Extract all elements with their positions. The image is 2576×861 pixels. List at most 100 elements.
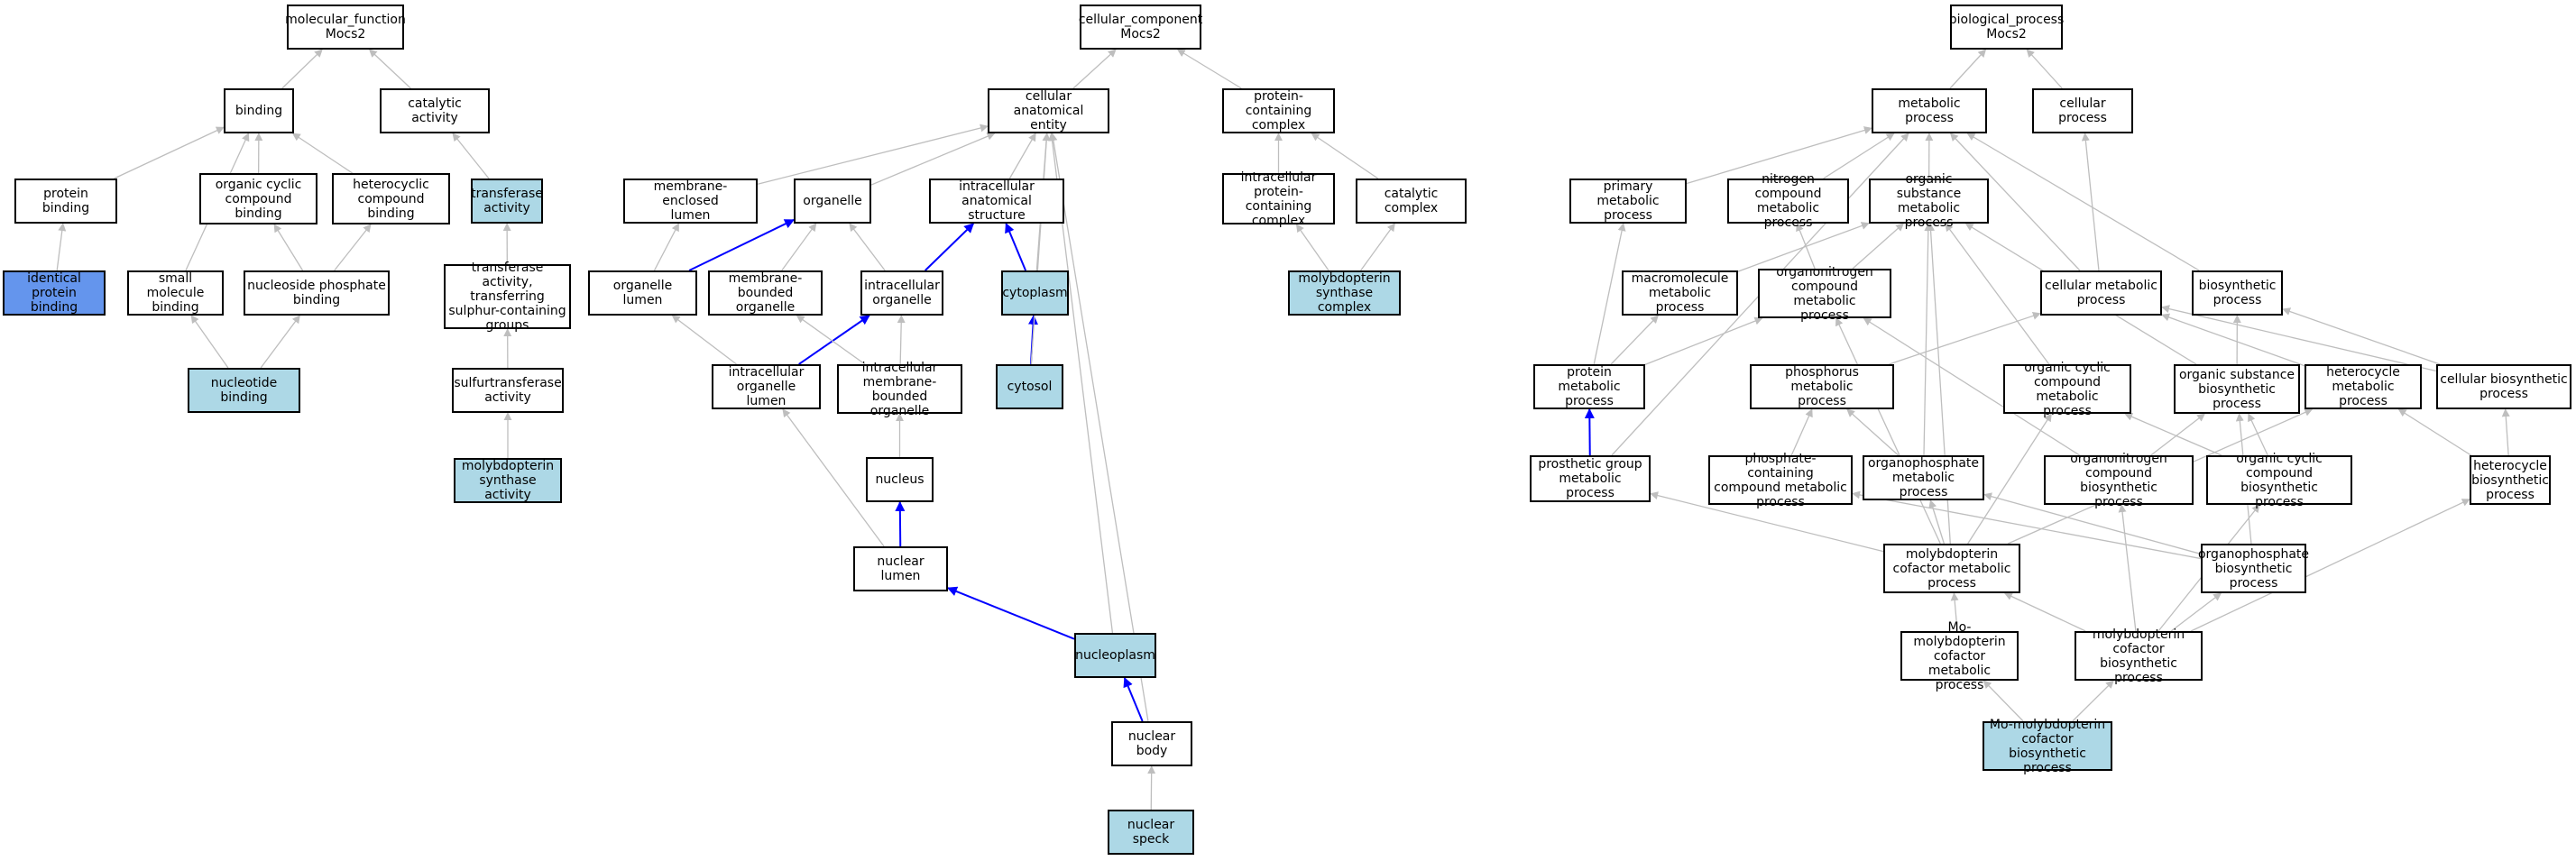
- node-nucleotide-binding[interactable]: nucleotide binding: [188, 368, 300, 413]
- edge-organophosphate-metabolic-process-to-organic-substance-metabolic-process: [1923, 223, 1933, 456]
- node-binding[interactable]: binding: [224, 88, 294, 133]
- node-organic-cyclic-compound-metabolic-process[interactable]: organic cyclic compound metabolic proces…: [2003, 361, 2131, 418]
- node-organic-substance-metabolic-process[interactable]: organic substance metabolic process: [1869, 172, 1989, 230]
- edge-membrane-enclosed-lumen-to-cellular-anatomical-entity: [757, 124, 989, 185]
- node-intracellular-organelle[interactable]: intracellular organelle: [860, 270, 943, 316]
- edge-protein-metabolic-process-to-macromolecule-metabolic-process: [1610, 315, 1659, 365]
- edge-mpt-cofactor-metabolic-process-to-organophosphate-metabolic-process: [1928, 499, 1946, 545]
- node-mo-molybdopterin-cofactor-metabolic-process[interactable]: Mo-molybdopterin cofactor metabolic proc…: [1900, 620, 2019, 692]
- node-molybdopterin-synthase-activity[interactable]: molybdopterin synthase activity: [454, 458, 562, 503]
- edge-binding-to-mf-root: [281, 49, 323, 89]
- node-membrane-bounded-organelle[interactable]: membrane-bounded organelle: [708, 270, 823, 316]
- edge-cellular-metabolic-process-to-metabolic-process: [1949, 133, 2081, 271]
- node-biological-process-root[interactable]: biological_process Mocs2: [1949, 5, 2064, 50]
- node-prosthetic-group-metabolic-process[interactable]: prosthetic group metabolic process: [1530, 455, 1651, 502]
- edge-nuclear-body-to-nucleoplasm: [1123, 676, 1144, 722]
- node-cellular-biosynthetic-process[interactable]: cellular biosynthetic process: [2436, 364, 2571, 409]
- node-catalytic-complex[interactable]: catalytic complex: [1356, 179, 1467, 224]
- node-cellular-anatomical-entity[interactable]: cellular anatomical entity: [988, 88, 1109, 133]
- edge-heterocyclic-binding-to-binding: [291, 133, 354, 174]
- edge-nuclear-lumen-to-intracellular-organelle-lumen: [782, 408, 885, 547]
- node-mo-molybdopterin-cofactor-biosynthetic-process[interactable]: Mo-molybdopterin cofactor biosynthetic p…: [1983, 718, 2112, 775]
- node-biosynthetic-process[interactable]: biosynthetic process: [2192, 270, 2283, 316]
- node-nucleoside-phosphate-binding[interactable]: nucleoside phosphate binding: [244, 270, 390, 316]
- node-organophosphate-metabolic-process[interactable]: organophosphate metabolic process: [1863, 455, 1984, 500]
- node-organophosphate-biosynthetic-process[interactable]: organophosphate biosynthetic process: [2198, 544, 2309, 593]
- node-organic-cyclic-compound-binding[interactable]: organic cyclic compound binding: [199, 173, 317, 224]
- node-heterocyclic-compound-binding[interactable]: heterocyclic compound binding: [332, 173, 450, 224]
- node-nuclear-body[interactable]: nuclear body: [1111, 721, 1192, 766]
- edge-mo-mpt-cofactor-metabolic-process-to-mpt-cofactor-metabolic-process: [1950, 592, 1959, 632]
- edge-membrane-bounded-organelle-to-organelle: [781, 223, 817, 271]
- node-molybdopterin-synthase-complex[interactable]: molybdopterin synthase complex: [1288, 270, 1401, 316]
- node-nuclear-speck[interactable]: nuclear speck: [1108, 810, 1194, 855]
- node-organic-substance-biosynthetic-process[interactable]: organic substance biosynthetic process: [2174, 364, 2300, 414]
- edge-cellular-anatomical-entity-to-cc-root: [1072, 49, 1117, 89]
- node-cellular-component-root[interactable]: cellular_component Mocs2: [1079, 5, 1202, 50]
- edge-heterocycle-biosynthetic-process-to-heterocycle-metabolic-process: [2397, 408, 2472, 456]
- edge-mo-mpt-cofactor-biosynthetic-process-to-mpt-cofactor-biosynthetic-process: [2072, 680, 2114, 722]
- edge-organophosphate-biosynthetic-process-to-phosphate-containing-compound-metabolic-process: [1852, 490, 2202, 560]
- edge-nucleoside-phosphate-binding-to-heterocyclic-binding: [334, 224, 372, 271]
- node-metabolic-process[interactable]: metabolic process: [1872, 88, 1987, 133]
- node-macromolecule-metabolic-process[interactable]: macromolecule metabolic process: [1622, 270, 1738, 316]
- edge-mpt-cofactor-biosynthetic-process-to-mpt-cofactor-metabolic-process: [2003, 592, 2086, 632]
- edge-intracellular-organelle-lumen-to-organelle-lumen: [671, 315, 737, 365]
- edge-intracellular-organelle-to-intracellular-anatomical-structure: [925, 223, 975, 271]
- node-organonitrogen-compound-metabolic-process[interactable]: organonitrogen compound metabolic proces…: [1758, 265, 1891, 323]
- edge-intracellular-anatomical-structure-to-cellular-anatomical-entity: [1008, 133, 1036, 179]
- node-primary-metabolic-process[interactable]: primary metabolic process: [1569, 179, 1687, 224]
- edge-organelle-lumen-to-organelle: [688, 218, 795, 271]
- node-molybdopterin-cofactor-biosynthetic-process[interactable]: molybdopterin cofactor biosynthetic proc…: [2075, 627, 2203, 685]
- node-molybdopterin-cofactor-metabolic-process[interactable]: molybdopterin cofactor metabolic process: [1883, 544, 2020, 593]
- node-cellular-metabolic-process[interactable]: cellular metabolic process: [2040, 270, 2162, 316]
- node-organelle-lumen[interactable]: organelle lumen: [588, 270, 697, 316]
- node-phosphate-containing-compound-metabolic-process[interactable]: phosphate-containing compound metabolic …: [1708, 452, 1853, 509]
- edge-catalytic-activity-to-mf-root: [368, 49, 411, 89]
- node-nitrogen-compound-metabolic-process[interactable]: nitrogen compound metabolic process: [1727, 172, 1849, 230]
- node-nucleoplasm[interactable]: nucleoplasm: [1074, 633, 1156, 678]
- node-sulfurtransferase-activity[interactable]: sulfurtransferase activity: [452, 368, 564, 413]
- node-intracellular-protein-containing-complex[interactable]: intracellular protein-containing complex: [1222, 170, 1335, 228]
- node-organonitrogen-compound-biosynthetic-process[interactable]: organonitrogen compound biosynthetic pro…: [2044, 452, 2194, 509]
- node-cellular-process[interactable]: cellular process: [2032, 88, 2133, 133]
- edge-cytoplasm-to-intracellular-anatomical-structure: [1005, 222, 1027, 271]
- node-nucleus[interactable]: nucleus: [866, 457, 934, 502]
- node-transferase-activity[interactable]: transferase activity: [471, 179, 543, 224]
- edge-organonitrogen-compound-biosynthetic-process-to-organonitrogen-compound-metabolic-process: [1863, 317, 2081, 456]
- edge-phosphate-containing-compound-metabolic-process-to-phosphorus-metabolic-process: [1790, 408, 1813, 456]
- edge-intracellular-membrane-bounded-organelle-to-intracellular-organelle: [897, 315, 906, 365]
- node-intracellular-anatomical-structure[interactable]: intracellular anatomical structure: [929, 179, 1064, 224]
- node-cytosol[interactable]: cytosol: [996, 364, 1063, 409]
- node-small-molecule-binding[interactable]: small molecule binding: [127, 270, 224, 316]
- node-intracellular-membrane-bounded-organelle[interactable]: intracellular membrane-bounded organelle: [837, 361, 962, 418]
- node-organelle[interactable]: organelle: [794, 179, 871, 224]
- edge-intracellular-organelle-to-organelle: [849, 223, 886, 271]
- edge-organelle-to-cellular-anatomical-entity: [870, 132, 996, 186]
- node-nuclear-lumen[interactable]: nuclear lumen: [853, 546, 948, 591]
- edge-heterocycle-metabolic-process-to-cellular-metabolic-process: [2161, 313, 2305, 367]
- node-heterocycle-metabolic-process[interactable]: heterocycle metabolic process: [2305, 364, 2422, 409]
- node-protein-metabolic-process[interactable]: protein metabolic process: [1533, 364, 1645, 409]
- node-phosphorus-metabolic-process[interactable]: phosphorus metabolic process: [1750, 364, 1894, 409]
- edge-phosphorus-metabolic-process-to-cellular-metabolic-process: [1889, 311, 2041, 365]
- edge-protein-metabolic-process-to-primary-metabolic-process: [1593, 223, 1626, 365]
- edge-protein-metabolic-process-to-organonitrogen-compound-metabolic-process: [1644, 316, 1763, 366]
- node-molecular-function-root[interactable]: molecular_function Mocs2: [285, 5, 406, 50]
- edge-nucleotide-binding-to-small-molecule-binding: [190, 315, 229, 369]
- node-organic-cyclic-compound-biosynthetic-process[interactable]: organic cyclic compound biosynthetic pro…: [2206, 452, 2352, 509]
- edge-organophosphate-metabolic-process-to-phosphorus-metabolic-process: [1846, 408, 1900, 456]
- node-transferase-sulphur-groups[interactable]: transferase activity, transferring sulph…: [444, 261, 571, 333]
- edge-organonitrogen-compound-metabolic-process-to-organic-substance-metabolic-process: [1852, 223, 1905, 270]
- node-identical-protein-binding[interactable]: identical protein binding: [3, 270, 106, 316]
- node-intracellular-organelle-lumen[interactable]: intracellular organelle lumen: [712, 364, 821, 409]
- node-protein-binding[interactable]: protein binding: [14, 179, 117, 224]
- edge-metabolic-process-to-bp-root: [1949, 49, 1987, 89]
- edge-biosynthetic-process-to-metabolic-process: [1966, 133, 2200, 271]
- node-catalytic-activity[interactable]: catalytic activity: [380, 88, 490, 133]
- edge-organic-cyclic-compound-biosynthetic-process-to-organic-cyclic-compound-metabolic-process: [2124, 413, 2222, 456]
- node-protein-containing-complex[interactable]: protein-containing complex: [1222, 88, 1335, 133]
- node-heterocycle-biosynthetic-process[interactable]: heterocycle biosynthetic process: [2470, 455, 2551, 505]
- node-cytoplasm[interactable]: cytoplasm: [1001, 270, 1069, 316]
- node-membrane-enclosed-lumen[interactable]: membrane-enclosed lumen: [623, 179, 758, 224]
